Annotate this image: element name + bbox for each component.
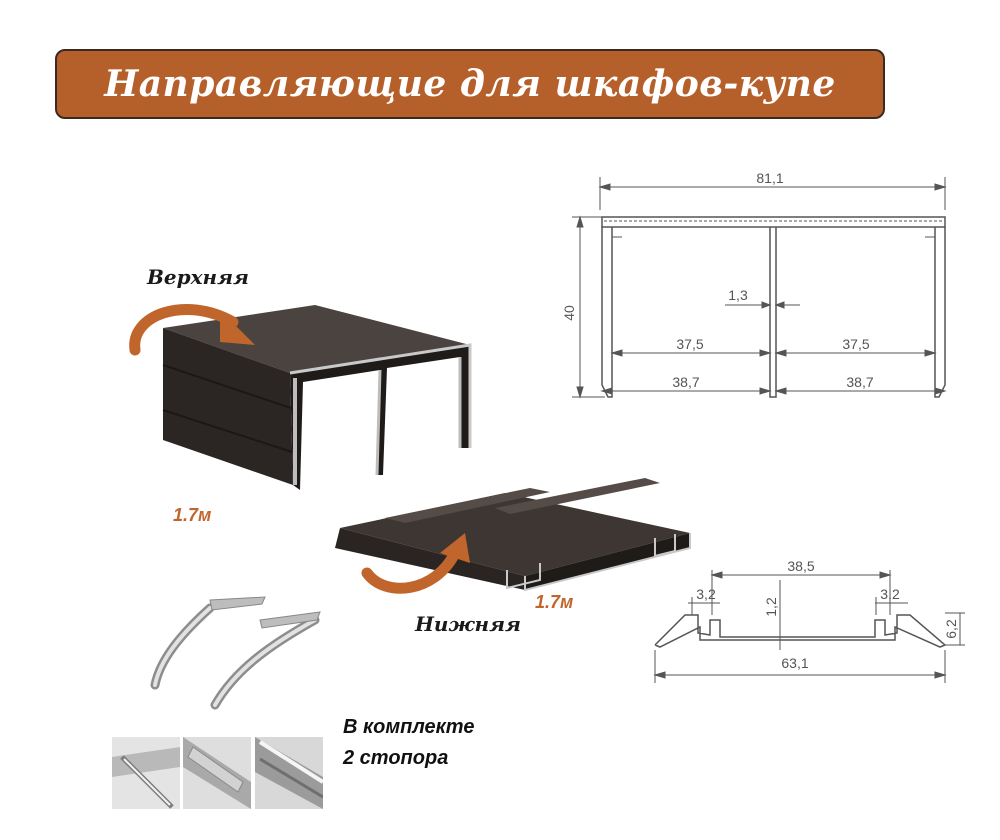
upper-rail-length: 1.7м [173, 505, 212, 525]
dim-channel-span: 38,5 [787, 558, 814, 574]
page-title: Направляющие для шкафов-купе [104, 63, 836, 105]
dim-inner-right: 37,5 [842, 336, 869, 352]
lower-rail-image [335, 478, 691, 594]
stoppers-image [150, 596, 321, 710]
lower-profile-drawing: 38,5 3,2 3,2 1,2 6,2 63,1 [653, 558, 965, 683]
upper-rail-label: Верхняя [147, 265, 249, 289]
dim-lip-right: 3,2 [880, 586, 900, 602]
lower-rail-label: Нижняя [415, 612, 521, 636]
arrow-icon [129, 303, 239, 356]
title-banner: Направляющие для шкафов-купе [55, 49, 885, 119]
install-photo-2 [183, 737, 251, 809]
dim-outer-right: 38,7 [846, 374, 873, 390]
install-photo-1 [112, 737, 180, 809]
lower-rail-length: 1.7м [535, 592, 574, 612]
arrow-icon [361, 547, 461, 594]
dim-lip-left: 3,2 [696, 586, 716, 602]
dim-overall-width: 81,1 [756, 170, 783, 186]
dim-height: 40 [561, 305, 577, 321]
install-photo-3 [255, 737, 323, 809]
upper-rail-image [129, 303, 472, 490]
dim-height-small: 6,2 [943, 619, 959, 639]
dim-base: 1,2 [763, 597, 779, 617]
dim-outer-left: 38,7 [672, 374, 699, 390]
dim-overall-width-small: 63,1 [781, 655, 808, 671]
dim-inner-left: 37,5 [676, 336, 703, 352]
upper-profile-drawing: 81,1 40 1,3 37,5 37,5 38,7 38,7 [561, 170, 947, 399]
kit-text: В комплекте 2 стопора [343, 712, 474, 774]
kit-line-1: В комплекте [343, 716, 475, 738]
dim-wall: 1,3 [728, 287, 748, 303]
kit-line-2: 2 стопора [343, 747, 449, 769]
